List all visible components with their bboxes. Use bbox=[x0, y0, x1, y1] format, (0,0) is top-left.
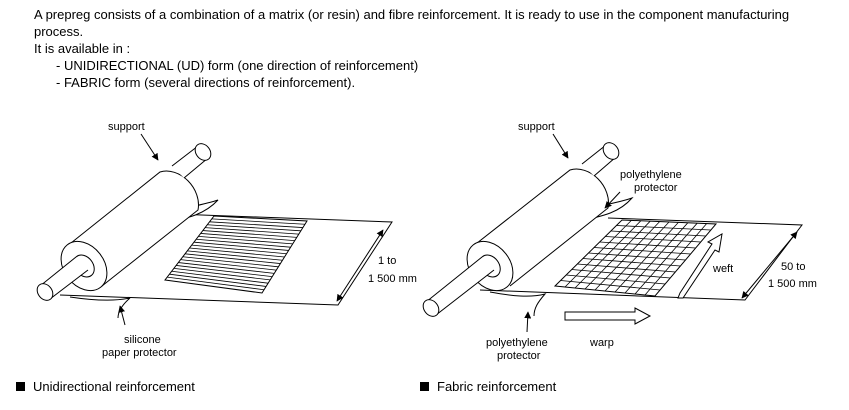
ud-protector-label-2: paper protector bbox=[102, 347, 177, 359]
ud-support-leader bbox=[140, 133, 159, 161]
fab-bottom-protector-label-2: protector bbox=[497, 350, 541, 362]
fab-warp-thread bbox=[644, 223, 707, 296]
fab-warp-thread bbox=[604, 221, 670, 292]
caption-unidirectional-text: Unidirectional reinforcement bbox=[33, 379, 195, 394]
ud-dimension-arrow bbox=[336, 229, 384, 302]
ud-fibre-line bbox=[200, 233, 295, 242]
fab-bottom-protector-label-1: polyethylene bbox=[486, 337, 548, 349]
ud-labels: support 1 to 1 500 mm silicone paper pro… bbox=[102, 121, 417, 359]
ud-fibre-line bbox=[176, 265, 273, 278]
fab-dimension-label-2: 1 500 mm bbox=[768, 278, 817, 290]
fab-support-leader bbox=[552, 133, 569, 159]
ud-fibre-line bbox=[167, 276, 265, 291]
fab-dimension-label-1: 50 to bbox=[781, 261, 805, 273]
fab-dimension-arrow bbox=[741, 231, 798, 299]
fab-warp-thread bbox=[564, 220, 632, 288]
ud-protector-leader bbox=[118, 305, 126, 326]
bullet-fabric: - FABRIC form (several directions of rei… bbox=[56, 75, 356, 90]
ud-paper-curl-bottom bbox=[69, 296, 131, 319]
ud-fibre-line bbox=[198, 235, 293, 245]
fabric-figure bbox=[422, 133, 803, 333]
ud-support-label: support bbox=[108, 121, 145, 133]
ud-fibre-line bbox=[207, 224, 301, 232]
square-bullet-icon bbox=[16, 382, 25, 391]
fab-warp-thread bbox=[574, 220, 642, 289]
ud-fibre-band bbox=[164, 215, 308, 294]
fab-weft-label: weft bbox=[712, 263, 733, 275]
caption-fabric-text: Fabric reinforcement bbox=[437, 379, 557, 394]
ud-fibre-line bbox=[178, 262, 275, 274]
fab-warp-label: warp bbox=[589, 337, 614, 349]
ud-fibre-line bbox=[180, 259, 277, 271]
fab-fabric-grid bbox=[560, 220, 711, 296]
fab-top-protector-label-1: polyethylene bbox=[620, 169, 682, 181]
ud-fibre-line bbox=[187, 250, 283, 261]
ud-fibre-line bbox=[182, 256, 279, 268]
ud-fibre-line bbox=[189, 247, 285, 258]
caption-unidirectional: Unidirectional reinforcement bbox=[16, 379, 195, 394]
fab-labels: support polyethylene protector weft 50 t… bbox=[486, 121, 817, 362]
fab-top-protector-label-2: protector bbox=[634, 182, 678, 194]
fab-warp-thread bbox=[594, 221, 660, 291]
square-bullet-icon bbox=[420, 382, 429, 391]
ud-fibre-line bbox=[209, 221, 303, 228]
ud-fibre-line bbox=[191, 244, 287, 255]
ud-fibre-line bbox=[193, 241, 289, 251]
ud-fibre-line bbox=[211, 218, 305, 225]
fab-support-label: support bbox=[518, 121, 555, 133]
ud-fibre-lines bbox=[167, 218, 305, 291]
intro-text: A prepreg consists of a combination of a… bbox=[34, 6, 834, 91]
ud-fibre-line bbox=[173, 267, 271, 281]
unidirectional-figure bbox=[36, 133, 393, 326]
ud-protector-label-1: silicone bbox=[124, 334, 161, 346]
fab-warp-thread bbox=[624, 222, 689, 294]
fab-warp-thread bbox=[584, 220, 651, 290]
fab-weft-arrow bbox=[677, 233, 723, 299]
fab-film-curl-bottom bbox=[489, 291, 547, 317]
ud-dimension-label-2: 1 500 mm bbox=[368, 273, 417, 285]
ud-fibre-line bbox=[171, 270, 269, 284]
ud-dimension-label-1: 1 to bbox=[378, 255, 396, 267]
bullet-unidirectional: - UNIDIRECTIONAL (UD) form (one directio… bbox=[56, 58, 419, 73]
ud-fibre-line bbox=[169, 273, 267, 287]
fab-bottom-protector-leader bbox=[524, 311, 532, 333]
fab-warp-arrow bbox=[564, 307, 652, 325]
intro-line-1: A prepreg consists of a combination of a… bbox=[34, 7, 790, 39]
fab-fabric-band bbox=[553, 219, 718, 297]
fab-warp-thread bbox=[634, 222, 698, 295]
caption-fabric: Fabric reinforcement bbox=[420, 379, 556, 394]
ud-fibre-line bbox=[205, 227, 299, 235]
fab-warp-thread bbox=[614, 222, 679, 293]
fab-top-protector-leader bbox=[604, 191, 621, 209]
ud-fibre-line bbox=[185, 253, 281, 264]
ud-fibre-line bbox=[202, 230, 297, 238]
intro-line-2: It is available in : bbox=[34, 41, 131, 56]
ud-fibre-line bbox=[196, 238, 291, 248]
